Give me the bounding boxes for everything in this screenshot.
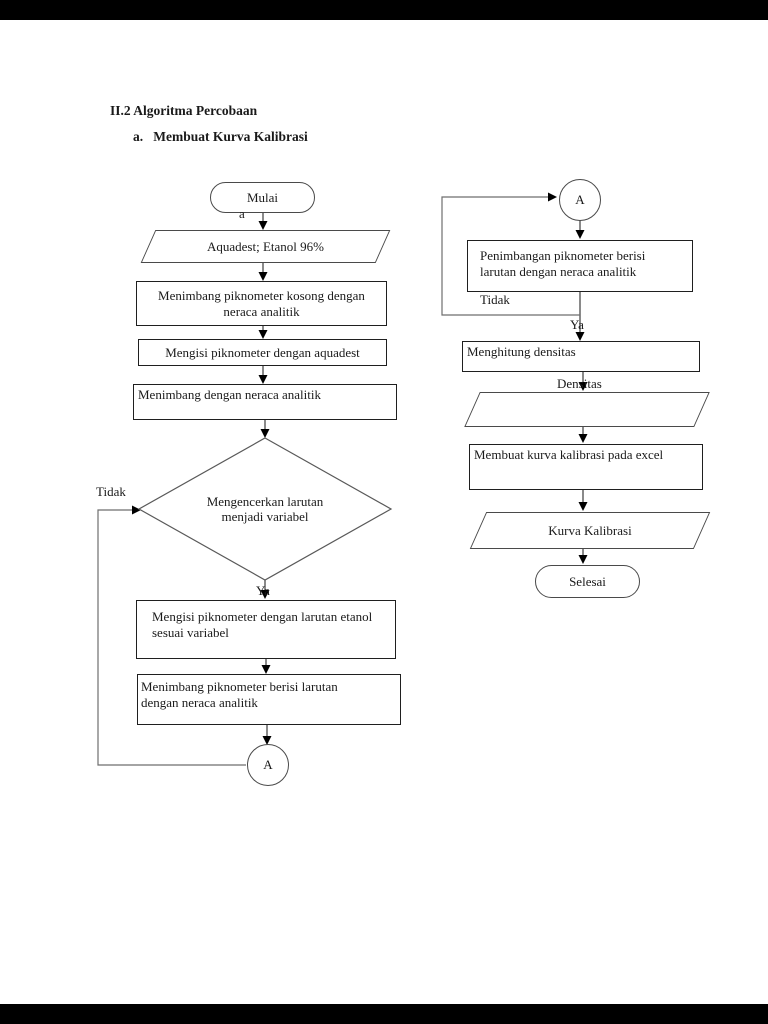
connector-a-left: A [247,744,289,786]
branch-no-label-left: Tidak [96,484,126,499]
arrowhead [262,736,272,745]
loop-line-left-tidak [97,509,246,766]
process-calc-density: Menghitung densitas [462,341,700,372]
arrowhead [260,590,270,599]
branch-yes-label-right: Ya [570,317,584,332]
connector-label: A [575,192,585,208]
branch-yes-label-left: Ya [256,583,270,598]
process-label: Penimbangan piknometer berisi larutan de… [480,248,646,279]
density-output-label: Densitas [557,376,602,391]
process-weigh-filled: Menimbang piknometer berisi larutan deng… [137,674,401,725]
curve-output-parallelogram: Kurva Kalibrasi [469,512,711,549]
decision-dilute-text: Mengencerkan larutan menjadi variabel [190,464,340,554]
process-label: Mengisi piknometer dengan aquadest [165,344,360,360]
connector-a-right: A [559,179,601,221]
decision-diamond-shape [137,437,393,581]
process-label: Menimbang piknometer kosong dengan nerac… [158,288,365,319]
loop-line-right-tidak [441,196,580,316]
arrowhead [258,221,268,230]
arrowhead [578,502,588,511]
arrowhead-into-decision [132,505,141,515]
input-label: Aquadest; Etanol 96% [207,238,324,254]
process-label: Membuat kurva kalibrasi pada excel [474,447,664,462]
arrowhead [260,429,270,438]
parallelogram-shape [464,392,710,427]
arrowhead [261,665,271,674]
arrowhead [578,382,588,391]
density-output-parallelogram [464,392,710,427]
process-label: Menimbang piknometer berisi larutan deng… [141,679,338,710]
connector-note-label: a [239,206,245,221]
end-terminal: Selesai [535,565,640,598]
process-label: Menghitung densitas [467,344,576,359]
start-label: Mulai [246,189,279,205]
end-label: Selesai [569,573,606,589]
start-terminal: Mulai [210,182,315,213]
letterbox-bottom-bar [0,1004,768,1024]
arrowhead-into-connector [548,192,557,202]
process-weigh-solution: Penimbangan piknometer berisi larutan de… [467,240,693,292]
arrowhead [575,230,585,239]
process-fill-ethanol: Mengisi piknometer dengan larutan etanol… [136,600,396,659]
process-make-curve: Membuat kurva kalibrasi pada excel [469,444,703,490]
process-label: Menimbang dengan neraca analitik [138,387,322,402]
connector-label: A [263,757,273,773]
input-parallelogram: Aquadest; Etanol 96% [140,230,391,263]
branch-no-label-right: Tidak [480,292,510,307]
process-weigh-empty: Menimbang piknometer kosong dengan nerac… [136,281,387,326]
process-label: Mengisi piknometer dengan larutan etanol… [152,609,373,640]
arrowhead [575,332,585,341]
process-weigh-balance: Menimbang dengan neraca analitik [133,384,397,420]
section-subtitle: a. Membuat Kurva Kalibrasi [133,129,308,144]
curve-output-label: Kurva Kalibrasi [548,522,632,538]
decision-label: Mengencerkan larutan menjadi variabel [206,493,324,525]
arrowhead [578,434,588,443]
arrowhead [258,272,268,281]
arrowhead [258,375,268,384]
arrowhead [258,330,268,339]
arrowhead [578,555,588,564]
letterbox-top-bar [0,0,768,20]
process-fill-aquadest: Mengisi piknometer dengan aquadest [138,339,387,366]
section-title: II.2 Algoritma Percobaan [110,103,258,118]
